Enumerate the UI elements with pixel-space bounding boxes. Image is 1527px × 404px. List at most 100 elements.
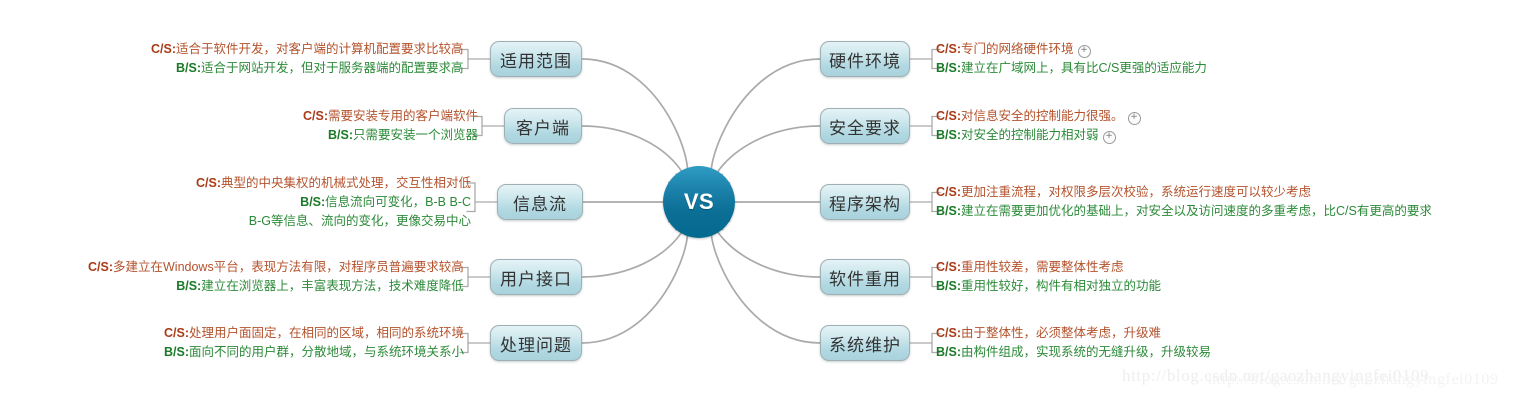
leaf-text: 由构件组成，实现系统的无缝升级，升级较易: [961, 345, 1212, 359]
leaf-text: 建立在广域网上，具有比C/S更强的适应能力: [961, 61, 1207, 75]
topic-node-label: 客户端: [516, 118, 570, 138]
main-connector-right-4: [710, 222, 821, 344]
leaf-text: 对信息安全的控制能力很强。: [961, 109, 1124, 123]
topic-node-left-2[interactable]: 信息流: [497, 184, 583, 220]
leaf-line: C/S:专门的网络硬件环境+: [936, 40, 1207, 59]
leaf-item[interactable]: B/S:重用性较好，构件有相对独立的功能: [936, 277, 1161, 296]
leaf-tag: B/S:: [936, 279, 961, 293]
leaf-tag: B/S:: [936, 204, 961, 218]
leaf-line: B/S:建立在广域网上，具有比C/S更强的适应能力: [936, 59, 1207, 78]
leaf-text: 多建立在Windows平台，表现方法有限，对程序员普遍要求较高: [113, 260, 464, 274]
expand-plus-icon[interactable]: +: [1127, 112, 1141, 125]
leaf-line: B/S:建立在需要更加优化的基础上，对安全以及访问速度的多重考虑，比C/S有更高…: [936, 202, 1432, 221]
leaf-tag: C/S:: [936, 185, 961, 199]
topic-node-right-0[interactable]: 硬件环境: [820, 41, 910, 77]
topic-node-left-4[interactable]: 处理问题: [490, 325, 582, 361]
leaf-tag: B/S:: [176, 279, 202, 293]
leaf-item[interactable]: B/S:面向不同的用户群，分散地域，与系统环境关系小: [164, 343, 464, 362]
leaf-line: C/S:重用性较差，需要整体性考虑: [936, 258, 1161, 277]
leaf-tag: B/S:: [936, 345, 961, 359]
leaf-tag: C/S:: [303, 109, 328, 123]
leaf-line: C/S:更加注重流程，对权限多层次校验，系统运行速度可以较少考虑: [936, 183, 1432, 202]
topic-node-label: 信息流: [513, 194, 567, 214]
leaf-item[interactable]: B/S:建立在广域网上，具有比C/S更强的适应能力: [936, 59, 1207, 78]
leaf-line: C/S:适合于软件开发，对客户端的计算机配置要求比较高: [151, 40, 464, 59]
leaf-item[interactable]: C/S:专门的网络硬件环境+: [936, 40, 1207, 59]
leaf-text: 重用性较差，需要整体性考虑: [961, 260, 1124, 274]
leaf-text: 适合于软件开发，对客户端的计算机配置要求比较高: [176, 42, 464, 56]
leaf-tag: B/S:: [164, 345, 189, 359]
expand-plus-icon[interactable]: +: [1102, 131, 1116, 144]
topic-node-label: 适用范围: [500, 51, 572, 71]
leaf-tag: B/S:: [300, 194, 326, 209]
main-connector-right-3: [712, 215, 821, 278]
center-node-vs[interactable]: VS: [663, 166, 735, 238]
topic-node-label: 处理问题: [500, 335, 572, 355]
leaf-text: 建立在需要更加优化的基础上，对安全以及访问速度的多重考虑，比C/S有更高的要求: [961, 204, 1432, 218]
leaf-item[interactable]: B/S:建立在需要更加优化的基础上，对安全以及访问速度的多重考虑，比C/S有更高…: [936, 202, 1432, 221]
leaf-item[interactable]: C/S:处理用户面固定，在相同的区域，相同的系统环境: [164, 324, 464, 343]
leaf-group-right-0: C/S:专门的网络硬件环境+B/S:建立在广域网上，具有比C/S更强的适应能力: [936, 40, 1207, 78]
leaf-tag: B/S:: [176, 61, 201, 75]
topic-node-right-2[interactable]: 程序架构: [820, 184, 910, 220]
leaf-line: B/S:适合于网站开发，但对于服务器端的配置要求高: [151, 59, 464, 78]
topic-node-left-1[interactable]: 客户端: [504, 108, 582, 144]
leaf-item[interactable]: C/S:由于整体性，必须整体考虑，升级难: [936, 324, 1211, 343]
watermark-url: http://blog.csdn.net/gaozhangyingfei0109: [1122, 366, 1430, 385]
leaf-item[interactable]: B/S:对安全的控制能力相对弱+: [936, 126, 1141, 145]
main-connector-left-0: [581, 58, 689, 181]
topic-node-right-4[interactable]: 系统维护: [820, 325, 910, 361]
leaf-tag: C/S:: [936, 326, 961, 340]
main-connector-right-0: [710, 58, 821, 182]
leaf-item[interactable]: C/S:适合于软件开发，对客户端的计算机配置要求比较高: [151, 40, 464, 59]
leaf-line: B/S:信息流向可变化，B-B B-C: [196, 193, 471, 212]
leaf-text: 信息流向可变化，B-B B-C: [325, 194, 472, 209]
leaf-item[interactable]: B/S:建立在浏览器上，丰富表现方法，技术难度降低: [88, 277, 464, 296]
leaf-group-right-1: C/S:对信息安全的控制能力很强。+B/S:对安全的控制能力相对弱+: [936, 107, 1141, 145]
leaf-tag: B/S:: [936, 61, 961, 75]
expand-plus-icon[interactable]: +: [1077, 45, 1091, 58]
leaf-text: 专门的网络硬件环境: [961, 42, 1074, 56]
leaf-item[interactable]: C/S:多建立在Windows平台，表现方法有限，对程序员普遍要求较高: [88, 258, 464, 277]
leaf-line: B-G等信息、流向的变化，更像交易中心: [196, 212, 471, 231]
leaf-line: C/S:多建立在Windows平台，表现方法有限，对程序员普遍要求较高: [88, 258, 464, 277]
leaf-text: B-G等信息、流向的变化，更像交易中心: [248, 213, 472, 228]
leaf-item[interactable]: B/S:由构件组成，实现系统的无缝升级，升级较易: [936, 343, 1211, 362]
leaf-item[interactable]: C/S:对信息安全的控制能力很强。+: [936, 107, 1141, 126]
leaf-text: 建立在浏览器上，丰富表现方法，技术难度降低: [201, 279, 464, 293]
leaf-item[interactable]: C/S:更加注重流程，对权限多层次校验，系统运行速度可以较少考虑: [936, 183, 1432, 202]
leaf-item[interactable]: B/S:适合于网站开发，但对于服务器端的配置要求高: [151, 59, 464, 78]
leaf-text: 面向不同的用户群，分散地域，与系统环境关系小: [189, 345, 465, 359]
leaf-text: 处理用户面固定，在相同的区域，相同的系统环境: [189, 326, 465, 340]
leaf-tag: C/S:: [196, 175, 221, 190]
watermark-url-duplicate: http://blog.csdn.net/gaozhangyingfei0109: [1208, 371, 1499, 388]
topic-node-left-0[interactable]: 适用范围: [490, 41, 582, 77]
main-connector-right-1: [712, 125, 821, 189]
leaf-text: 典型的中央集权的机械式处理，交互性相对低: [221, 175, 472, 190]
topic-node-label: 系统维护: [829, 335, 901, 355]
leaf-text: 只需要安装一个浏览器: [353, 128, 479, 142]
main-connector-left-4: [581, 223, 689, 344]
leaf-item[interactable]: C/S:需要安装专用的客户端软件: [303, 107, 478, 126]
topic-node-left-3[interactable]: 用户接口: [490, 259, 582, 295]
leaf-item[interactable]: C/S:重用性较差，需要整体性考虑: [936, 258, 1161, 277]
leaf-text: 适合于网站开发，但对于服务器端的配置要求高: [201, 61, 464, 75]
leaf-text: 由于整体性，必须整体考虑，升级难: [961, 326, 1162, 340]
topic-node-label: 程序架构: [829, 194, 901, 214]
leaf-line: B/S:只需要安装一个浏览器: [303, 126, 478, 145]
leaf-tag: B/S:: [328, 128, 353, 142]
leaf-line: B/S:对安全的控制能力相对弱+: [936, 126, 1141, 145]
leaf-line: B/S:建立在浏览器上，丰富表现方法，技术难度降低: [88, 277, 464, 296]
leaf-line: B/S:重用性较好，构件有相对独立的功能: [936, 277, 1161, 296]
topic-node-right-1[interactable]: 安全要求: [820, 108, 910, 144]
leaf-item[interactable]: B/S:只需要安装一个浏览器: [303, 126, 478, 145]
topic-node-right-3[interactable]: 软件重用: [820, 259, 910, 295]
leaf-item[interactable]: C/S:典型的中央集权的机械式处理，交互性相对低: [196, 174, 471, 193]
